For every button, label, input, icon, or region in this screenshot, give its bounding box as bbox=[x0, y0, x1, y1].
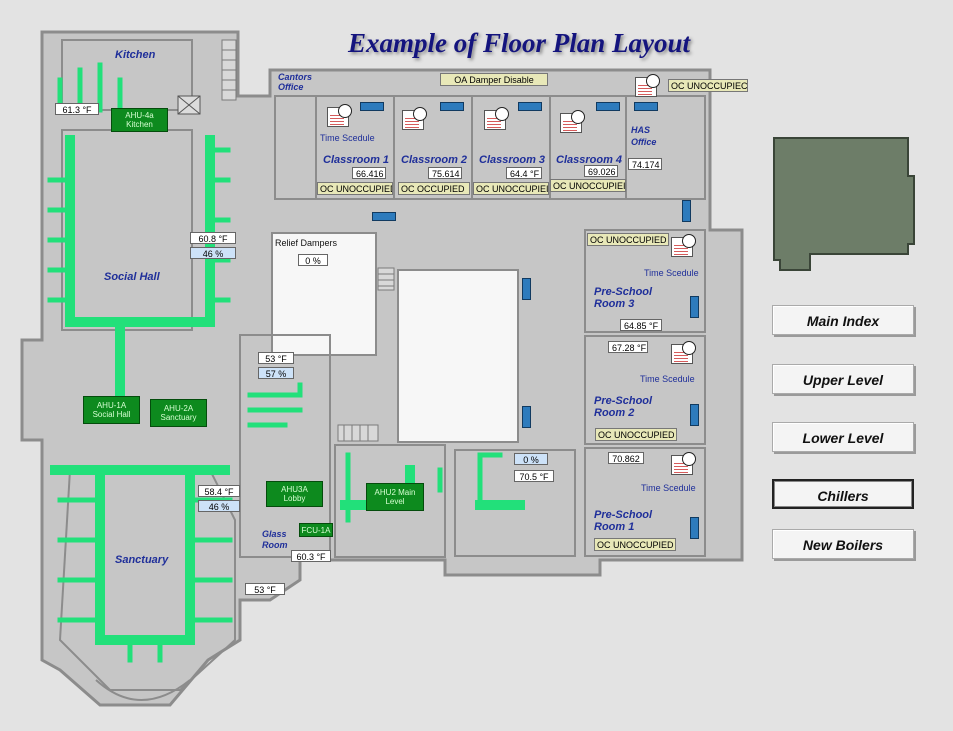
ahu-2a-sub: Sanctuary bbox=[160, 413, 197, 422]
schedule-calendar-icon[interactable] bbox=[671, 341, 696, 364]
ahu-1a-name: AHU-1A bbox=[96, 401, 127, 410]
schedule-calendar-icon[interactable] bbox=[560, 110, 585, 133]
schedule-calendar-icon[interactable] bbox=[327, 104, 352, 127]
main-level-temp-readout: 70.5 °F bbox=[514, 470, 554, 482]
time-schedule-label-c1: Time Scedule bbox=[320, 133, 375, 143]
ahu-4a-kitchen-unit[interactable]: AHU-4a Kitchen bbox=[111, 108, 168, 132]
ahu-2a-sanctuary-unit[interactable]: AHU-2A Sanctuary bbox=[150, 399, 207, 427]
occupancy-status-classroom-3[interactable]: OC UNOCCUPIEI bbox=[473, 182, 549, 195]
ahu-3a-name: AHU3A bbox=[281, 485, 308, 494]
ahu2-main-sub: Level bbox=[385, 497, 405, 506]
room-label-classroom-1: Classroom 1 bbox=[323, 154, 390, 166]
atrium bbox=[397, 269, 519, 443]
ahu2-main-level-unit[interactable]: AHU2 Main Level bbox=[366, 483, 424, 511]
occupancy-status-preschool-1[interactable]: OC UNOCCUPIED bbox=[594, 538, 676, 551]
vav-box-icon[interactable] bbox=[372, 212, 396, 221]
occupancy-status-classroom-1[interactable]: OC UNOCCUPIED bbox=[317, 182, 393, 195]
ahu-1a-social-hall-unit[interactable]: AHU-1A Social Hall bbox=[83, 396, 140, 424]
room-label-glass-room: Glass Room bbox=[262, 529, 288, 550]
schedule-calendar-icon[interactable] bbox=[402, 107, 427, 130]
classroom-3-temp-readout: 64.4 °F bbox=[506, 167, 542, 179]
preschool-3-temp-readout: 64.85 °F bbox=[620, 319, 662, 331]
fcu-1a-name: FCU-1A bbox=[301, 525, 331, 535]
occupancy-status-classroom-4[interactable]: OC UNOCCUPIEI bbox=[550, 179, 626, 192]
new-boilers-button[interactable]: New Boilers bbox=[772, 529, 914, 559]
kitchen-temp-readout: 61.3 °F bbox=[55, 103, 99, 115]
occupancy-status-preschool-3[interactable]: OC UNOCCUPIED bbox=[587, 233, 669, 246]
vav-box-icon[interactable] bbox=[518, 102, 542, 111]
room-label-social-hall: Social Hall bbox=[104, 271, 160, 283]
ahu-3a-lobby-unit[interactable]: AHU3A Lobby bbox=[266, 481, 323, 507]
west-wing-floor bbox=[20, 30, 744, 707]
social-hall-humidity-readout: 46 % bbox=[190, 247, 236, 259]
classroom-2-temp-readout: 75.614 bbox=[428, 167, 462, 179]
ahu-1a-sub: Social Hall bbox=[92, 410, 131, 419]
classroom-1-temp-readout: 66.416 bbox=[352, 167, 386, 179]
ahu-4a-name: AHU-4a bbox=[125, 111, 154, 120]
ahu-4a-sub: Kitchen bbox=[126, 120, 153, 129]
building-thumbnail-map[interactable] bbox=[770, 132, 920, 282]
vav-box-icon[interactable] bbox=[634, 102, 658, 111]
vav-box-icon[interactable] bbox=[360, 102, 384, 111]
preschool-1-temp-readout: 70.862 bbox=[608, 452, 644, 464]
main-level-damper-readout: 0 % bbox=[514, 453, 548, 465]
room-label-cantors-office: Cantors Office bbox=[278, 72, 313, 92]
room-label-preschool-1: Pre-School Room 1 bbox=[594, 509, 653, 533]
time-schedule-label-ps3: Time Scedule bbox=[644, 268, 699, 278]
room-label-preschool-3: Pre-School Room 3 bbox=[594, 286, 653, 310]
occupancy-status-preschool-2[interactable]: OC UNOCCUPIED bbox=[595, 428, 677, 441]
vav-box-icon[interactable] bbox=[682, 200, 691, 222]
oa-damper-disable-button[interactable]: OA Damper Disable bbox=[440, 73, 548, 86]
chillers-button[interactable]: Chillers bbox=[772, 479, 914, 509]
upper-level-button[interactable]: Upper Level bbox=[772, 364, 914, 394]
time-schedule-label-ps2: Time Scedule bbox=[640, 374, 695, 384]
sanctuary-temp-readout: 58.4 °F bbox=[198, 485, 240, 497]
occupancy-status-has-office[interactable]: OC UNOCCUPIEC bbox=[668, 79, 748, 92]
relief-damper-shaft bbox=[271, 232, 377, 356]
room-label-classroom-4: Classroom 4 bbox=[556, 154, 623, 166]
vav-box-icon[interactable] bbox=[690, 296, 699, 318]
vav-box-icon[interactable] bbox=[690, 404, 699, 426]
relief-dampers-label: Relief Dampers bbox=[275, 238, 338, 248]
ahu-3a-sub: Lobby bbox=[283, 494, 306, 503]
schedule-calendar-icon[interactable] bbox=[671, 452, 696, 475]
room-label-classroom-3: Classroom 3 bbox=[479, 154, 546, 166]
relief-damper-position-readout: 0 % bbox=[298, 254, 328, 266]
vav-box-icon[interactable] bbox=[440, 102, 464, 111]
vav-box-icon[interactable] bbox=[596, 102, 620, 111]
entry-temp-readout: 53 °F bbox=[245, 583, 285, 595]
social-hall-temp-readout: 60.8 °F bbox=[190, 232, 236, 244]
schedule-calendar-icon[interactable] bbox=[635, 74, 660, 97]
sanctuary-humidity-readout: 46 % bbox=[198, 500, 240, 512]
schedule-calendar-icon[interactable] bbox=[484, 107, 509, 130]
room-label-classroom-2: Classroom 2 bbox=[401, 154, 468, 166]
room-label-preschool-2: Pre-School Room 2 bbox=[594, 395, 653, 419]
time-schedule-label-ps1: Time Scedule bbox=[641, 483, 696, 493]
room-label-kitchen: Kitchen bbox=[115, 49, 156, 61]
has-office-temp-readout: 74.174 bbox=[628, 158, 662, 170]
room-label-has-office: HAS Office bbox=[631, 125, 657, 147]
glass-room-temp-readout: 60.3 °F bbox=[291, 550, 331, 562]
occupancy-status-classroom-2[interactable]: OC OCCUPIED bbox=[398, 182, 470, 195]
ahu-2a-name: AHU-2A bbox=[163, 404, 194, 413]
vav-box-icon[interactable] bbox=[690, 517, 699, 539]
vav-box-icon[interactable] bbox=[522, 406, 531, 428]
page-title: Example of Floor Plan Layout bbox=[348, 28, 691, 58]
corridor-humidity-readout: 57 % bbox=[258, 367, 294, 379]
corridor-temp-readout: 53 °F bbox=[258, 352, 294, 364]
preschool-2-temp-readout: 67.28 °F bbox=[608, 341, 648, 353]
ahu2-main-name: AHU2 Main bbox=[374, 488, 416, 497]
lower-level-button[interactable]: Lower Level bbox=[772, 422, 914, 452]
schedule-calendar-icon[interactable] bbox=[671, 234, 696, 257]
vav-box-icon[interactable] bbox=[522, 278, 531, 300]
classroom-4-temp-readout: 69.026 bbox=[584, 165, 618, 177]
main-index-button[interactable]: Main Index bbox=[772, 305, 914, 335]
fcu-1a-unit[interactable]: FCU-1A bbox=[299, 523, 333, 537]
room-label-sanctuary: Sanctuary bbox=[115, 554, 169, 566]
